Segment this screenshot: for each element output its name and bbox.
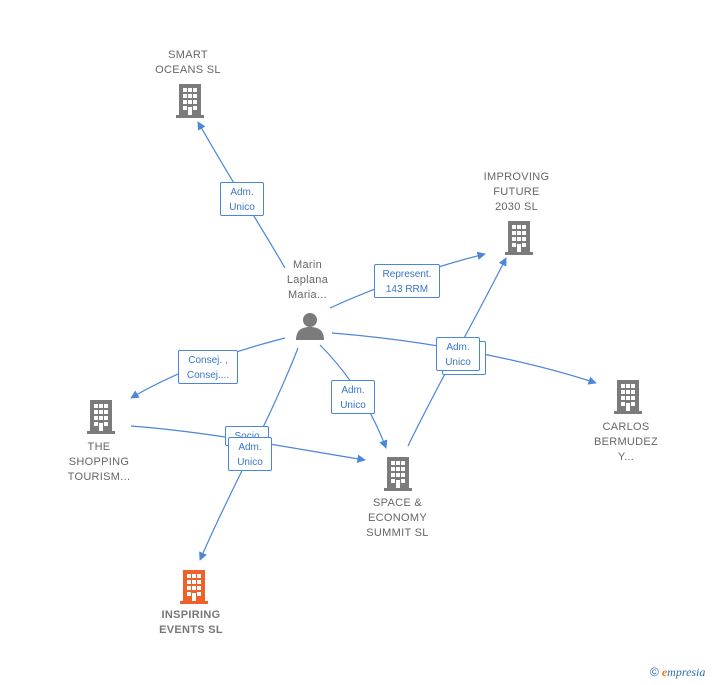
brand-name: mpresia bbox=[667, 665, 706, 679]
edge-label-improving-future: Represent. 143 RRM bbox=[374, 264, 440, 298]
inspiring-events-label[interactable]: INSPIRING EVENTS SL bbox=[159, 609, 223, 636]
empresia-logo: © empresia bbox=[650, 665, 705, 680]
space-economy-label[interactable]: SPACE & ECONOMY SUMMIT SL bbox=[366, 497, 429, 539]
shopping-tourism-building-icon[interactable] bbox=[87, 400, 115, 434]
brand-e: e bbox=[661, 665, 668, 679]
space-economy-building-icon[interactable] bbox=[384, 457, 412, 491]
carlos-bermudez-label[interactable]: CARLOS BERMUDEZ Y... bbox=[593, 421, 659, 463]
person-icon[interactable] bbox=[296, 313, 324, 340]
improving-future-building-icon[interactable] bbox=[505, 221, 533, 255]
improving-future-label[interactable]: IMPROVING FUTURE 2030 SL bbox=[483, 171, 550, 213]
edge-label-inspiring-events: Adm. Unico bbox=[228, 437, 272, 471]
edge-label-carlos-bermudez: Adm. Unico bbox=[436, 337, 480, 371]
edge-label-shopping-tourism: Consej. , Consej.... bbox=[178, 350, 238, 384]
copyright-symbol: © bbox=[650, 665, 659, 679]
edge-label-space-economy: Adm. Unico bbox=[331, 380, 375, 414]
smart-oceans-label[interactable]: SMART OCEANS SL bbox=[155, 49, 221, 76]
carlos-bermudez-building-icon[interactable] bbox=[614, 380, 642, 414]
smart-oceans-building-icon[interactable] bbox=[176, 84, 204, 118]
edge-label-smart-oceans: Adm. Unico bbox=[220, 182, 264, 216]
shopping-tourism-label[interactable]: THE SHOPPING TOURISM... bbox=[67, 441, 131, 483]
inspiring-events-building-icon[interactable] bbox=[180, 570, 208, 604]
marin-laplana-label[interactable]: Marin Laplana Maria... bbox=[286, 259, 329, 301]
